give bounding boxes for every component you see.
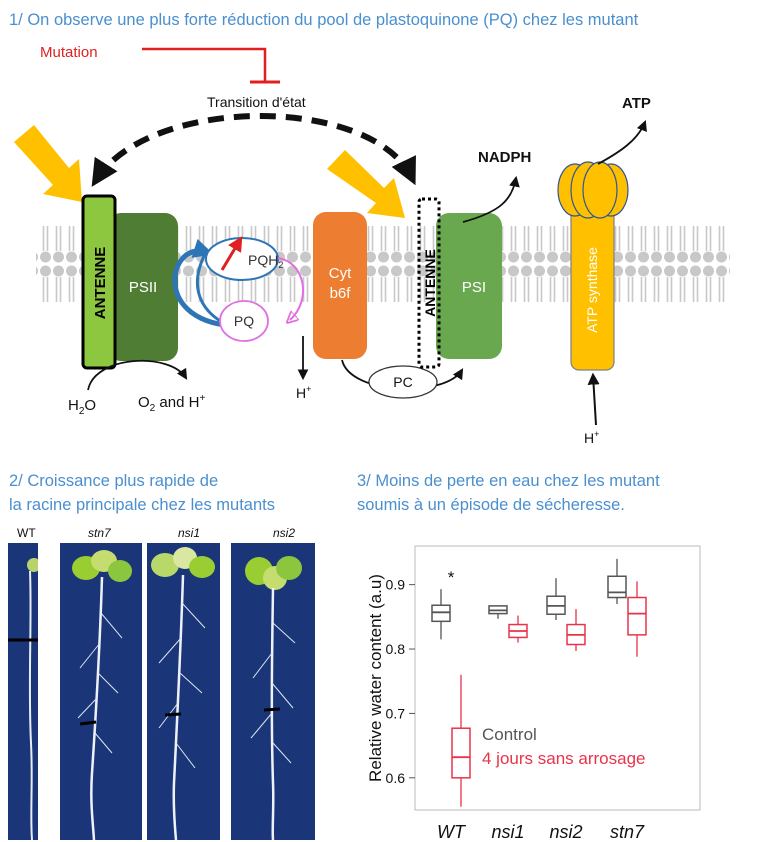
- box-stn7-1: [627, 581, 647, 657]
- antenna-left-label: ANTENNE: [92, 247, 109, 320]
- proton-label-cyt: H+: [296, 384, 311, 401]
- psi-complex: [436, 213, 502, 359]
- box-iqr: [431, 604, 451, 623]
- o2-label: O2 and H+: [138, 393, 205, 414]
- box-nsi2-0: [546, 578, 566, 621]
- photo-label-nsi1: nsi1: [178, 526, 201, 540]
- photo-label-nsi2: nsi2: [273, 526, 296, 540]
- photo-label-wt: WT: [17, 526, 36, 540]
- psii-label: PSII: [129, 279, 157, 296]
- cyt-label-line2: b6f: [330, 285, 352, 302]
- antenna-right-label: ANTENNE: [422, 249, 438, 317]
- water-content-boxplot: Relative water content (a.u) 0.6 0.7 0.8 0.…: [366, 545, 701, 842]
- nadph-arrow: [462, 175, 520, 223]
- box-nsi1-0: [488, 605, 508, 619]
- proton-entry-arrow: [587, 372, 600, 426]
- proton-label-atp: H+: [584, 429, 599, 446]
- reduction-arrow: [220, 236, 243, 271]
- psii-complex: [108, 213, 178, 361]
- cyt-label-line1: Cyt: [329, 265, 352, 282]
- mutation-label: Mutation: [40, 44, 98, 61]
- state-transition-arrow: [91, 113, 416, 187]
- root-photo-nsi1: [147, 543, 220, 840]
- atp-synthase-head: [557, 161, 629, 219]
- box-WT-0: [431, 589, 451, 640]
- mutation-inhibition-line: [142, 47, 267, 82]
- pq-cycle-inner-arrow: [195, 251, 223, 324]
- antenna-right: [417, 197, 441, 369]
- photo-label-stn7: stn7: [88, 526, 111, 540]
- box-iqr: [627, 596, 647, 636]
- plot-frame: [414, 545, 701, 811]
- section3-heading-line2: soumis à un épisode de sécheresse.: [357, 496, 625, 514]
- legend-drought: 4 jours sans arrosage: [482, 749, 645, 768]
- x-category-label: stn7: [610, 822, 645, 842]
- pq-label: PQ: [234, 313, 254, 329]
- transition-label: Transition d'état: [207, 94, 306, 110]
- section2-heading-line1: 2/ Croissance plus rapide de: [9, 472, 219, 490]
- nadph-label: NADPH: [478, 149, 531, 166]
- y-axis-label: Relative water content (a.u): [366, 574, 385, 782]
- light-arrow-right: [327, 150, 405, 218]
- y-tick-label: 0.7: [386, 705, 406, 721]
- box-iqr: [607, 575, 627, 599]
- h2o-label: H2O: [68, 397, 96, 417]
- significance-star: *: [448, 568, 455, 587]
- y-tick-label: 0.9: [386, 577, 406, 593]
- atp-label: ATP: [622, 95, 651, 112]
- pc-label: PC: [393, 374, 412, 390]
- box-nsi2-1: [566, 609, 586, 651]
- antenna-left: [81, 194, 117, 370]
- atp-arrow: [597, 119, 647, 165]
- pq-pink-arrow-top: [277, 257, 305, 320]
- box-stn7-0: [607, 558, 627, 604]
- root-photo-wt: [8, 543, 38, 840]
- y-tick-label: 0.6: [386, 770, 406, 786]
- section2-heading-line2: la racine principale chez les mutants: [9, 496, 275, 514]
- water-splitting-arrow: [87, 359, 188, 391]
- pq-cycle-outer-arrow: [172, 238, 241, 329]
- y-tick-label: 0.8: [386, 641, 406, 657]
- light-arrow-left: [14, 125, 82, 202]
- box-WT-1: [451, 674, 471, 807]
- x-category-label: nsi1: [491, 822, 524, 842]
- section1-heading: 1/ On observe une plus forte réduction d…: [9, 11, 639, 29]
- box-nsi1-1: [508, 615, 528, 643]
- section3-heading-line1: 3/ Moins de perte en eau chez les mutant: [357, 472, 660, 490]
- pqh2-label: PQH2: [248, 252, 283, 270]
- box-iqr: [451, 727, 471, 779]
- root-photo-nsi2: [231, 543, 315, 840]
- pq-circle: [219, 300, 269, 342]
- psi-label: PSI: [462, 279, 486, 296]
- x-category-label: nsi2: [549, 822, 582, 842]
- x-category-label: WT: [437, 822, 467, 842]
- cyt-b6f-complex: [313, 212, 367, 359]
- root-photo-stn7: [60, 543, 142, 840]
- pc-ellipse: [368, 365, 438, 399]
- atp-synthase-label: ATP synthase: [584, 247, 600, 333]
- legend-control: Control: [482, 725, 537, 744]
